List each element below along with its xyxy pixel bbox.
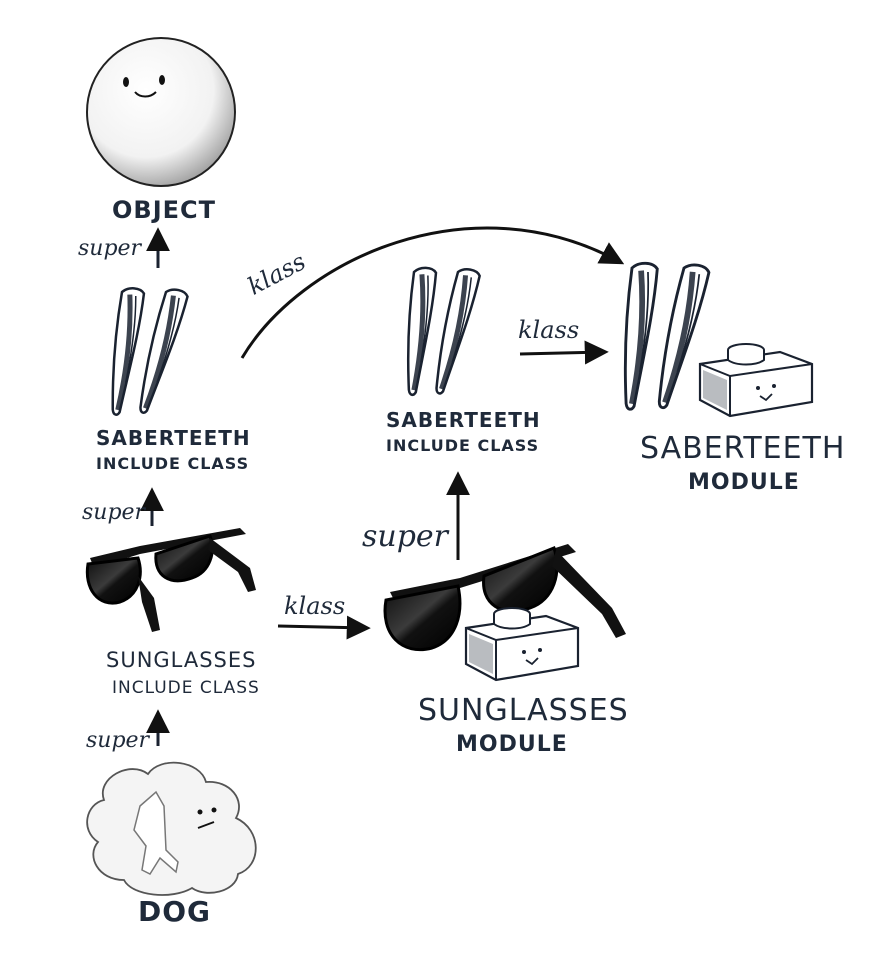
saberteeth-include-class-label-line1: SABERTEETH bbox=[96, 426, 251, 450]
sunglasses-module-icon bbox=[383, 544, 626, 682]
saberteeth-include-class-label-line2: INCLUDE CLASS bbox=[96, 454, 250, 473]
saber-teeth-icon-copy bbox=[407, 267, 481, 397]
saberteeth-include-class-copy-label-line2: INCLUDE CLASS bbox=[386, 436, 540, 455]
module-box-icon-2 bbox=[464, 606, 580, 682]
super-label-3: super bbox=[86, 728, 150, 753]
klass-label-2: klass bbox=[518, 316, 580, 344]
object-label: OBJECT bbox=[112, 196, 217, 224]
saberteeth-module-label-line2: MODULE bbox=[688, 470, 800, 495]
fluffy-dog-icon bbox=[86, 761, 257, 896]
module-box-icon bbox=[698, 342, 814, 418]
super-label-2: super bbox=[82, 500, 146, 525]
klass-arrow-2 bbox=[519, 340, 609, 365]
sunglasses-icon bbox=[85, 528, 256, 632]
smiling-ball-icon bbox=[86, 37, 236, 187]
sunglasses-include-class-label-line2: INCLUDE CLASS bbox=[112, 678, 260, 698]
sunglasses-include-class-label-line1: SUNGLASSES bbox=[106, 648, 257, 672]
saberteeth-include-class-copy-label-line1: SABERTEETH bbox=[386, 408, 541, 432]
sunglasses-module-label-line2: MODULE bbox=[456, 732, 568, 757]
saberteeth-module-icon bbox=[623, 262, 814, 418]
saber-teeth-icon bbox=[110, 287, 188, 417]
super-label-1: super bbox=[78, 236, 142, 261]
klass-label-3: klass bbox=[284, 592, 346, 620]
super-label-4: super bbox=[362, 519, 449, 554]
sunglasses-module-label-line1: SUNGLASSES bbox=[418, 693, 629, 728]
klass-arrow-curved bbox=[240, 226, 625, 359]
saberteeth-module-label-line1: SABERTEETH bbox=[640, 431, 846, 466]
dog-label: DOG bbox=[138, 895, 212, 928]
klass-arrow-3 bbox=[277, 615, 371, 640]
